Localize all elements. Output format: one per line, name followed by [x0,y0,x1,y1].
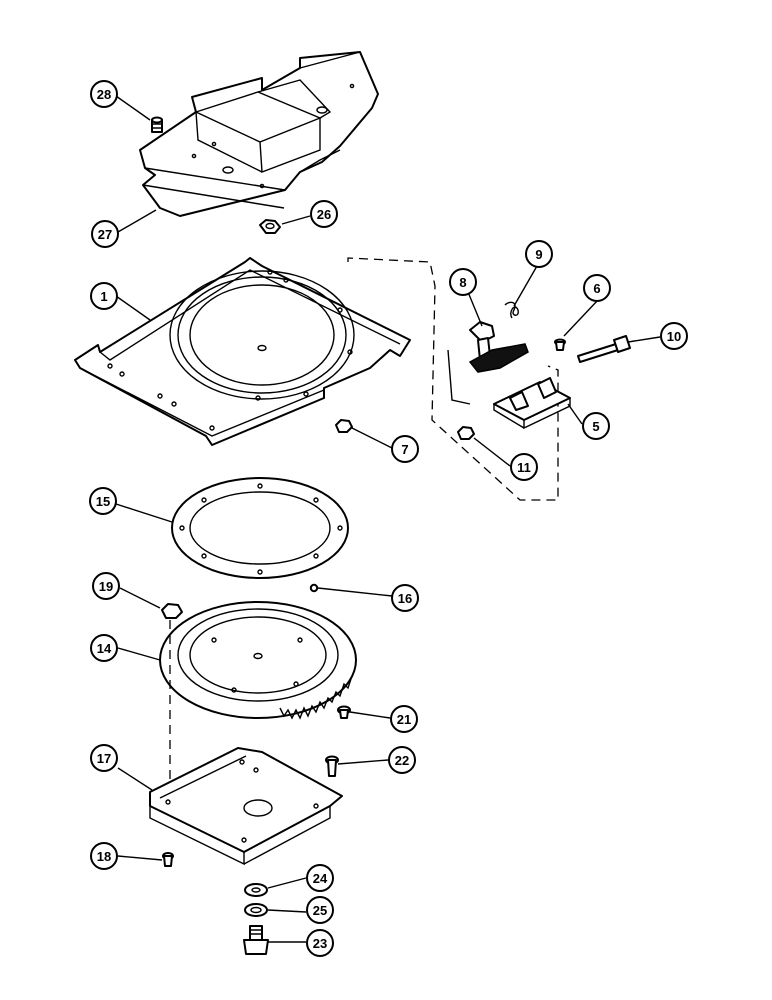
part-19-nut [161,603,183,619]
part-24-washer [244,883,268,897]
callout-23: 23 [306,929,334,957]
callout-number: 11 [517,460,531,475]
callout-number: 10 [667,329,681,344]
callout-number: 26 [317,207,331,222]
part-1-base-plate [74,257,411,446]
part-5-bracket [493,377,571,430]
callout-21: 21 [390,705,418,733]
part-9-spring [504,301,519,319]
callout-8: 8 [449,268,477,296]
callout-16: 16 [391,584,419,612]
callout-number: 23 [313,936,327,951]
callout-11: 11 [510,453,538,481]
leader-lines [115,95,661,943]
callout-9: 9 [525,240,553,268]
callout-5: 5 [582,412,610,440]
callout-6: 6 [583,274,611,302]
callout-number: 18 [97,849,111,864]
callout-number: 17 [97,751,111,766]
part-17-mounting-plate [149,747,343,866]
callout-number: 5 [592,419,599,434]
callout-number: 22 [395,753,409,768]
part-14-swivel-plate [159,601,357,720]
callout-17: 17 [90,744,118,772]
part-11-nut [457,426,475,440]
part-21-bolt [337,705,351,719]
callout-number: 7 [401,442,408,457]
callout-number: 19 [99,579,113,594]
callout-number: 28 [97,87,111,102]
callout-number: 1 [100,289,107,304]
part-7-nut [335,419,353,433]
part-18-bolt [162,852,174,867]
callout-15: 15 [89,487,117,515]
callout-1: 1 [90,282,118,310]
part-22-bolt [325,755,339,777]
callout-26: 26 [310,200,338,228]
callout-10: 10 [660,322,688,350]
assembly-boundary [347,257,559,501]
callout-19: 19 [92,572,120,600]
callout-14: 14 [90,634,118,662]
part-8-latch-lever [447,321,529,405]
callout-22: 22 [388,746,416,774]
callout-28: 28 [90,80,118,108]
callout-number: 16 [398,591,412,606]
callout-number: 14 [97,641,112,656]
callout-number: 6 [593,281,600,296]
callout-number: 21 [397,712,411,727]
part-27-top-cover [139,51,379,217]
callout-18: 18 [90,842,118,870]
part-26-nut [259,219,281,234]
part-25-washer [244,903,268,917]
callout-number: 9 [535,247,542,262]
part-23-stud-bolt [243,925,269,955]
callout-number: 24 [313,871,328,886]
part-10-long-bolt [577,335,631,363]
callout-number: 25 [313,903,327,918]
callout-number: 27 [98,227,112,242]
part-15-ring [171,477,349,579]
callout-7: 7 [391,435,419,463]
part-28-bolt [151,116,163,133]
callout-number: 8 [459,275,466,290]
callout-number: 15 [96,494,110,509]
callout-24: 24 [306,864,334,892]
part-16-ball [309,583,319,593]
callout-25: 25 [306,896,334,924]
part-6-pin [554,338,566,351]
callout-27: 27 [91,220,119,248]
